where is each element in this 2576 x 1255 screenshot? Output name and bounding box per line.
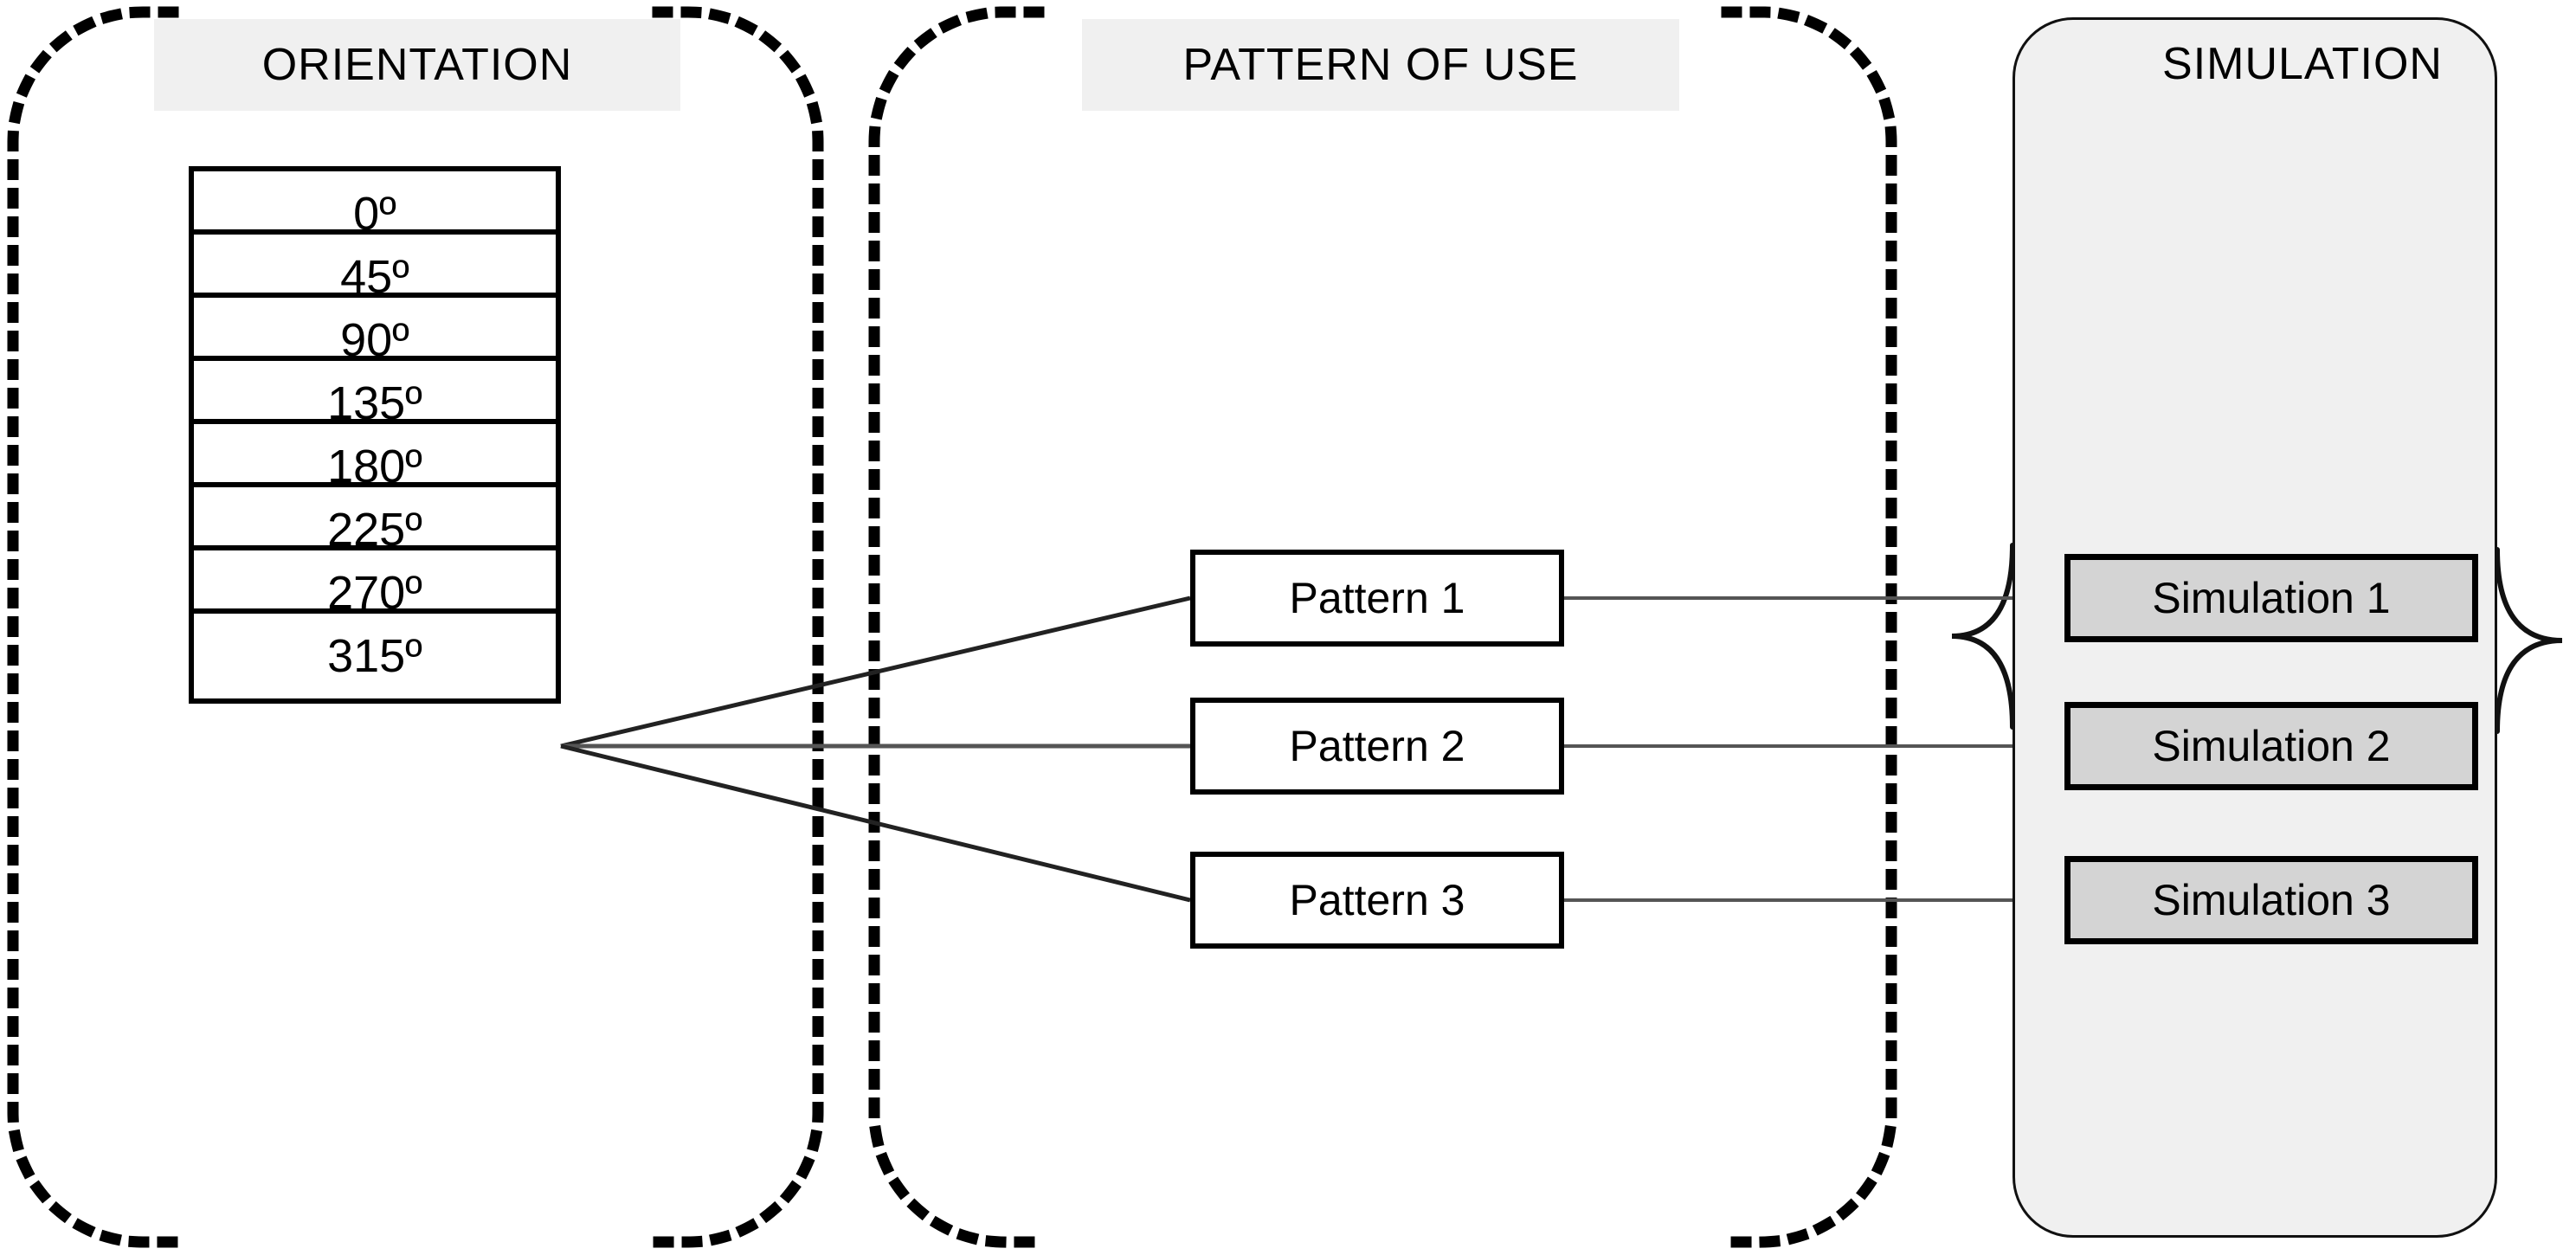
pattern-bracket-right xyxy=(1721,6,1897,1248)
connector-180-to-pattern-1 xyxy=(560,595,1191,749)
pattern-box-1[interactable]: Pattern 1 xyxy=(1190,550,1564,647)
pattern-label-1: Pattern 1 xyxy=(1289,574,1465,622)
pattern-label-3: Pattern 3 xyxy=(1289,876,1465,924)
orientation-bracket-left xyxy=(7,6,179,1248)
simulation-box-3[interactable]: Simulation 3 xyxy=(2064,856,2478,944)
simulation-label-2: Simulation 2 xyxy=(2152,722,2391,770)
pattern-bracket-left xyxy=(868,6,1045,1248)
simulation-brace-right-tip xyxy=(2495,547,2563,734)
orientation-bracket-right xyxy=(652,6,824,1248)
pattern-box-3[interactable]: Pattern 3 xyxy=(1190,852,1564,949)
orientation-label-315: 315º xyxy=(327,630,422,682)
column-header-simulation: SIMULATION xyxy=(2162,39,2443,89)
column-header-orientation: ORIENTATION xyxy=(154,19,680,111)
pattern-label-2: Pattern 2 xyxy=(1289,722,1465,770)
simulation-box-1[interactable]: Simulation 1 xyxy=(2064,554,2478,642)
simulation-label-3: Simulation 3 xyxy=(2152,876,2391,924)
orientation-box-315[interactable]: 315º xyxy=(189,608,561,704)
simulation-box-2[interactable]: Simulation 2 xyxy=(2064,702,2478,790)
simulation-label-1: Simulation 1 xyxy=(2152,574,2391,622)
column-header-pattern-of-use: PATTERN OF USE xyxy=(1082,19,1679,111)
connector-180-to-pattern-3 xyxy=(560,743,1191,903)
pattern-box-2[interactable]: Pattern 2 xyxy=(1190,698,1564,795)
simulation-brace-left-tip xyxy=(1951,543,2015,730)
